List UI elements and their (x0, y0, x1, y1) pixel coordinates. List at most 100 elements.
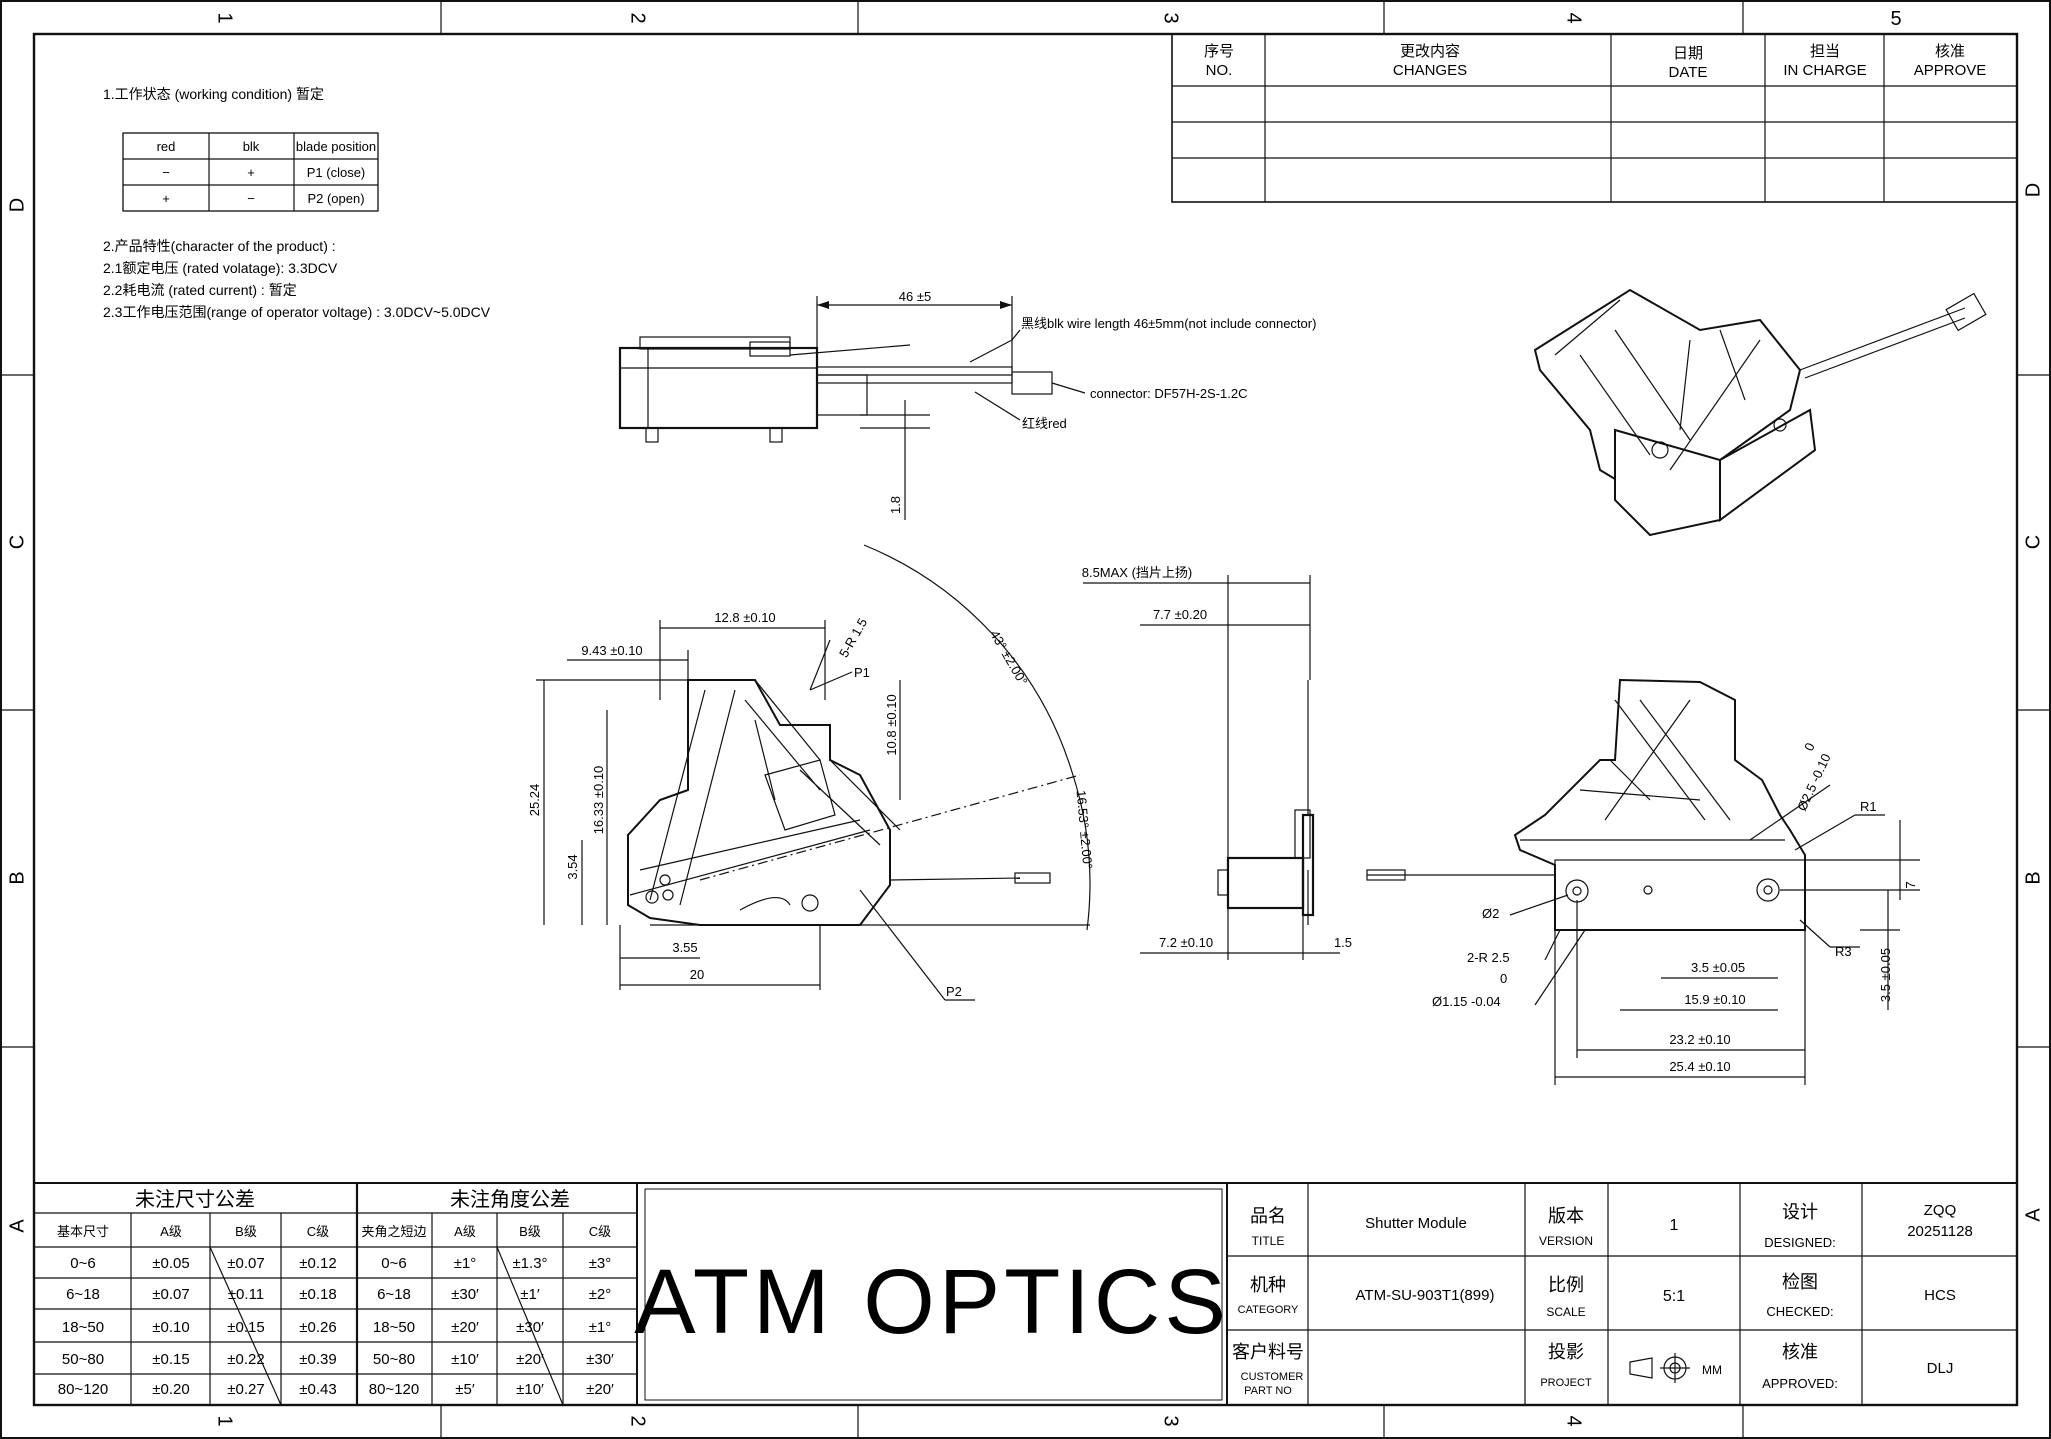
tol-linear-cell-r3-c1: ±0.10 (152, 1319, 189, 1336)
row-label-C-right: C (2022, 535, 2044, 549)
tol-angle-cell-r1-c0: 0~6 (381, 1255, 406, 1272)
label-r1: R1 (1860, 799, 1877, 814)
front-view: 12.8 ±0.10 9.43 ±0.10 5-R 1.5 P1 10.8 ±0… (527, 544, 1096, 1001)
row-label-D: D (6, 198, 28, 212)
tol-angle-cell-r4-c3: ±30′ (586, 1351, 614, 1368)
dim-3-55: 3.55 (672, 940, 697, 955)
tol-linear-cell-r0-c2: B级 (235, 1224, 257, 1239)
tol-angle-cell-r3-c2: ±30′ (516, 1319, 544, 1336)
tol-linear-title: 未注尺寸公差 (135, 1188, 255, 1211)
tol-angle-cell-r3-c0: 18~50 (373, 1319, 415, 1336)
label-2-r-2-5: 2-R 2.5 (1467, 950, 1510, 965)
side-view: 46 ±5 黑线blk wire length 46±5mm(not inclu… (618, 289, 1316, 520)
row-label-D-right: D (2022, 183, 2044, 197)
version-label-en: VERSION (1539, 1234, 1593, 1248)
dim-7-7: 7.7 ±0.20 (1153, 607, 1207, 622)
connector-label: connector: DF57H-2S-1.2C (1090, 386, 1248, 401)
col-label-3b: 3 (1160, 1415, 1182, 1426)
tol-angle-cell-r2-c2: ±1′ (520, 1286, 540, 1303)
bottom-view: 0 Ø2.5 -0.10 R1 7 Ø2 R3 2-R 2.5 0 Ø1.15 … (1366, 678, 1920, 1085)
tol-linear-cell-r1-c3: ±0.12 (299, 1255, 336, 1272)
col-label-2: 2 (627, 12, 649, 23)
notes: 1.工作状态 (working condition) 暂定 red blk bl… (103, 86, 491, 320)
designed-value-2: 20251128 (1907, 1223, 1973, 1240)
rev-header-date-en: DATE (1669, 64, 1708, 81)
isometric-view (1533, 288, 1987, 537)
rev-header-incharge-cn: 担当 (1810, 43, 1840, 60)
row-label-B: B (6, 871, 28, 884)
dim-12-8: 12.8 ±0.10 (714, 610, 775, 625)
tol-angle-cell-r2-c1: ±30′ (451, 1286, 479, 1303)
customer-label-cn: 客户料号 (1232, 1342, 1304, 1362)
red-wire-label: 红线red (1022, 416, 1067, 431)
dim-phi1-15-top: 0 (1500, 971, 1507, 986)
designed-value-1: ZQQ (1924, 1202, 1957, 1219)
col-label-5: 5 (1890, 8, 1901, 30)
dim-3-5-v: 3.5 ±0.05 (1878, 948, 1893, 1002)
tol-linear-cell-r3-c2: ±0.15 (227, 1319, 264, 1336)
note-2: 2.产品特性(character of the product) : (103, 238, 336, 254)
rev-header-approve-en: APPROVE (1914, 62, 1987, 79)
tol-linear-cell-r2-c0: 6~18 (66, 1286, 100, 1303)
unit-label: MM (1702, 1363, 1722, 1377)
tol-angle-cell-r4-c0: 50~80 (373, 1351, 415, 1368)
dim-1-5: 1.5 (1334, 935, 1352, 950)
dim-phi1-15: Ø1.15 -0.04 (1432, 994, 1501, 1009)
dim-25-24: 25.24 (527, 784, 542, 817)
rev-header-no-cn: 序号 (1204, 43, 1234, 60)
rev-header-date-cn: 日期 (1673, 45, 1703, 62)
dim-16-53-deg: 16.53° ±2.00° (1074, 790, 1096, 870)
customer-label-en2: PART NO (1244, 1385, 1292, 1397)
rev-header-changes-cn: 更改内容 (1400, 43, 1460, 60)
dim-25-4: 25.4 ±0.10 (1669, 1059, 1730, 1074)
dim-3-54: 3.54 (565, 854, 580, 879)
tol-angle-cell-r4-c2: ±20′ (516, 1351, 544, 1368)
tol-linear-cell-r0-c1: A级 (160, 1224, 182, 1239)
tol-angle-cell-r3-c1: ±20′ (451, 1319, 479, 1336)
rev-header-changes-en: CHANGES (1393, 62, 1467, 79)
tol-linear-cell-r0-c3: C级 (307, 1224, 329, 1239)
title-label-en: TITLE (1252, 1234, 1285, 1248)
checked-value: HCS (1924, 1287, 1956, 1304)
project-label-en: PROJECT (1540, 1377, 1592, 1389)
dim-3-5-h: 3.5 ±0.05 (1691, 960, 1745, 975)
tol-angle-cell-r1-c2: ±1.3° (512, 1255, 547, 1272)
wc-header-blk: blk (243, 139, 260, 154)
tol-linear-cell-r3-c0: 18~50 (62, 1319, 104, 1336)
tol-linear-cell-r4-c0: 50~80 (62, 1351, 104, 1368)
scale-value: 5:1 (1663, 1288, 1685, 1305)
profile-view: 8.5MAX (挡片上扬) 7.7 ±0.20 7.2 ±0.10 1.5 (1082, 565, 1352, 960)
category-value: ATM-SU-903T1(899) (1356, 1287, 1495, 1304)
revision-block: 序号 NO. 更改内容 CHANGES 日期 DATE 担当 IN CHARGE… (1171, 33, 2018, 203)
version-value: 1 (1670, 1217, 1679, 1234)
tol-linear-cell-r4-c1: ±0.15 (152, 1351, 189, 1368)
wc-header-blade: blade position (296, 139, 376, 154)
version-label-cn: 版本 (1548, 1206, 1584, 1226)
tol-linear-cell-r5-c3: ±0.43 (299, 1381, 336, 1398)
dim-phi2-5-top: 0 (1801, 740, 1818, 753)
tol-linear-cell-r1-c0: 0~6 (70, 1255, 95, 1272)
note-1: 1.工作状态 (working condition) 暂定 (103, 86, 324, 102)
dim-phi2-5: Ø2.5 -0.10 (1794, 751, 1834, 813)
col-label-1b: 1 (214, 1415, 236, 1426)
checked-label-en: CHECKED: (1766, 1304, 1833, 1319)
dim-23-2: 23.2 ±0.10 (1669, 1032, 1730, 1047)
wc-r2-blk: − (247, 191, 255, 206)
tol-linear-cell-r2-c2: ±0.11 (228, 1286, 264, 1303)
company-name: ATM OPTICS (634, 1251, 1229, 1353)
dim-8-5-max: 8.5MAX (挡片上扬) (1082, 565, 1193, 580)
category-label-en: CATEGORY (1238, 1304, 1299, 1316)
tol-linear-cell-r1-c2: ±0.07 (227, 1255, 264, 1272)
wc-r2-pos: P2 (open) (307, 191, 364, 206)
col-label-4b: 4 (1563, 1415, 1585, 1426)
tol-angle-cell-r1-c1: ±1° (454, 1255, 477, 1272)
tol-linear-cell-r5-c1: ±0.20 (152, 1381, 189, 1398)
designed-label-en: DESIGNED: (1764, 1235, 1836, 1250)
projection-symbol-icon (1629, 1353, 1690, 1383)
tol-angle-cell-r2-c3: ±2° (589, 1286, 612, 1303)
tol-angle-cell-r0-c1: A级 (454, 1224, 476, 1239)
row-label-C: C (6, 535, 28, 549)
